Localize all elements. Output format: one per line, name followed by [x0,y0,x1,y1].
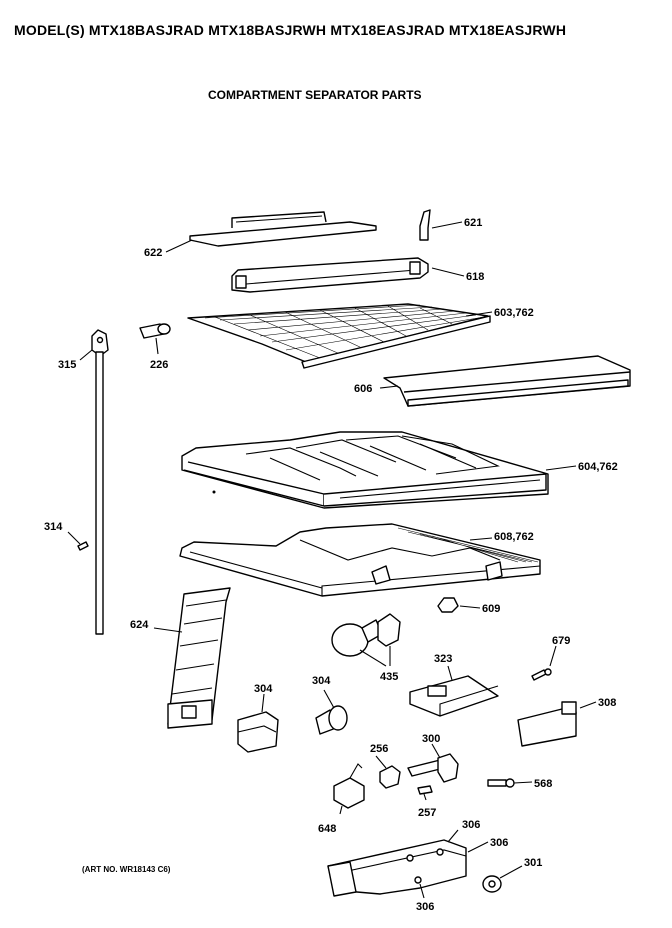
label-621: 621 [464,217,482,229]
part-648-switch [333,763,365,809]
label-304b: 304 [312,675,331,687]
label-622: 622 [144,247,162,259]
part-308-bracket [517,701,577,747]
part-622-cover [189,211,377,247]
label-257: 257 [418,807,436,819]
part-606-trim [383,355,631,407]
label-568: 568 [534,778,552,790]
label-308: 308 [598,697,616,709]
part-603-shelf [187,303,491,369]
label-435: 435 [380,671,398,683]
part-226-pivot [139,323,171,339]
part-608-separator [179,523,541,597]
label-304a: 304 [254,683,273,695]
part-679-screw [531,668,552,681]
art-number: (ART NO. WR18143 C6) [82,865,171,874]
part-304-knob [315,705,348,735]
part-rod [95,351,104,635]
label-604-762: 604,762 [578,461,618,473]
part-568-screw [487,778,515,788]
part-624-housing [167,587,231,729]
label-226: 226 [150,359,168,371]
part-604-tray [181,431,549,509]
model-header: MODEL(S) MTX18BASJRAD MTX18BASJRWH MTX18… [14,22,567,38]
label-609: 609 [482,603,500,615]
label-306a: 306 [462,819,480,831]
part-301-knob [482,875,502,893]
label-679: 679 [552,635,570,647]
part-323-housing [409,675,499,717]
label-314: 314 [44,521,63,533]
label-608-762: 608,762 [494,531,534,543]
part-609-clip [437,597,459,613]
label-323: 323 [434,653,452,665]
label-306b: 306 [490,837,508,849]
part-304-block [237,711,279,753]
part-257-screw [417,785,433,795]
label-315: 315 [58,359,76,371]
part-300-control [407,753,459,783]
part-256-connector [379,765,401,789]
label-648: 648 [318,823,336,835]
label-603-762: 603,762 [494,307,534,319]
part-621-clip [419,209,431,241]
label-301: 301 [524,857,542,869]
label-306c: 306 [416,901,434,913]
label-624: 624 [130,619,149,631]
part-306-housing [327,839,467,897]
label-256: 256 [370,743,388,755]
label-606: 606 [354,383,372,395]
label-300: 300 [422,733,440,745]
part-435-socket [377,613,401,647]
diagram-title: COMPARTMENT SEPARATOR PARTS [208,88,422,102]
part-618-bracket [231,257,429,293]
label-618: 618 [466,271,484,283]
part-314-screw [77,541,89,551]
part-435-bulb [331,619,383,657]
